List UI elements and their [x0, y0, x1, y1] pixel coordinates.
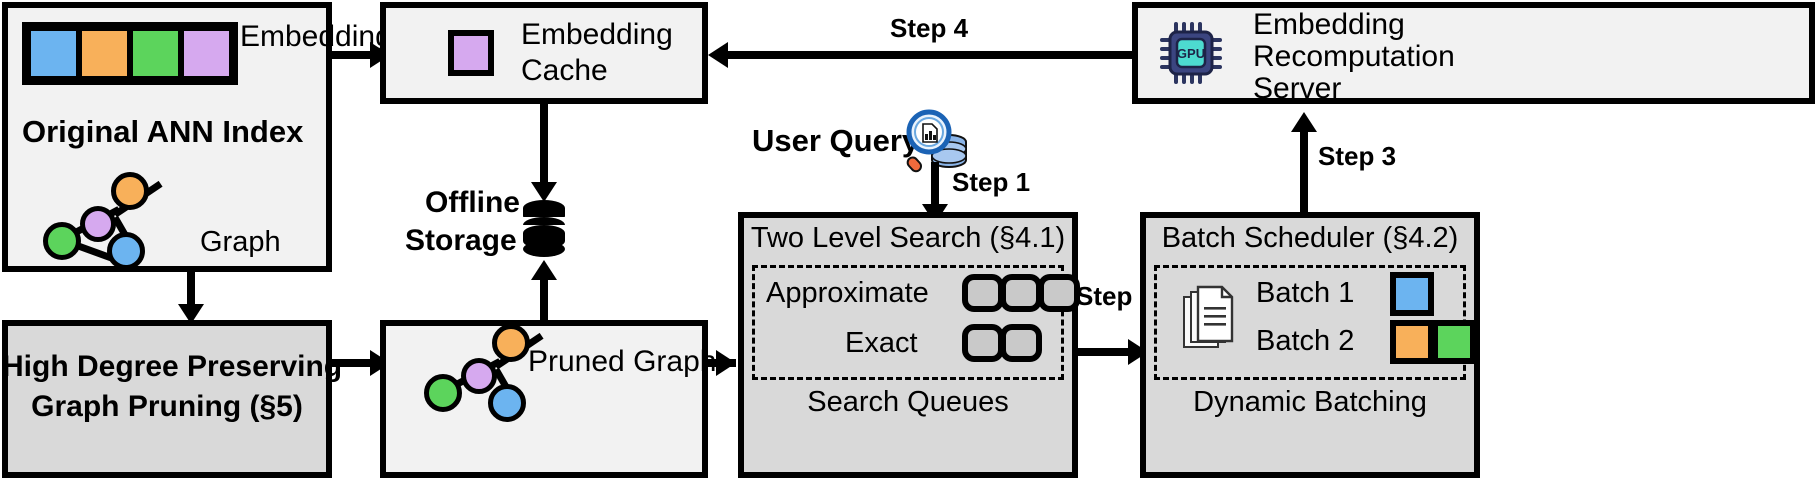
search-queues-footer: Search Queues — [807, 386, 1009, 418]
arrow-step1-line — [931, 162, 939, 208]
arrow-step4-head — [708, 42, 728, 68]
two-level-search-title: Two Level Search (§4.1) — [750, 222, 1066, 254]
arrow-step2-line — [1078, 348, 1138, 356]
embedding-cache-line2: Cache — [521, 54, 608, 87]
exact-slot-1 — [962, 324, 1004, 362]
exact-slot-2 — [1000, 324, 1042, 362]
graph-node-orange — [492, 324, 530, 362]
graph-label: Graph — [200, 226, 281, 258]
graph-pruning-line1: High Degree Preserving — [2, 350, 343, 383]
batch-1-swatch-blue — [1390, 272, 1434, 316]
batch-1-label: Batch 1 — [1256, 277, 1355, 309]
original-ann-index-title: Original ANN Index — [22, 114, 304, 149]
arrow-pruned-to-search-head — [716, 350, 736, 376]
graph-node-green — [43, 222, 81, 260]
embedding-cache-box — [380, 2, 708, 104]
embedding-cache-swatch — [448, 30, 494, 76]
arrow-step3-line — [1300, 130, 1308, 212]
search-database-icon — [906, 109, 967, 173]
graph-node-green — [424, 374, 462, 412]
graph-node-blue — [107, 232, 145, 270]
batch-2-swatch-green — [1432, 320, 1476, 364]
svg-text:GPU: GPU — [1177, 46, 1205, 61]
documents-stack-icon — [1183, 285, 1234, 348]
graph-node-purple — [80, 206, 116, 242]
arrow-cache-to-storage-line — [540, 104, 548, 186]
graph-pruning-line2: Graph Pruning (§5) — [31, 390, 303, 423]
graph-node-orange — [111, 172, 149, 210]
arrow-index-to-pruning-head — [178, 304, 204, 324]
arrow-pruned-to-storage-line — [540, 278, 548, 320]
step4-label: Step 4 — [890, 13, 969, 43]
embedding-swatch-green — [130, 28, 181, 79]
approximate-slot-1 — [962, 274, 1004, 312]
exact-label: Exact — [845, 327, 918, 359]
pruned-graph-label: Pruned Graph — [528, 345, 717, 378]
arrow-index-to-cache-line — [332, 51, 374, 59]
arrow-index-to-pruning-line — [187, 272, 195, 308]
batch-2-label: Batch 2 — [1256, 325, 1355, 357]
arrow-cache-to-storage-head — [531, 182, 557, 202]
embedding-swatch-row — [22, 22, 238, 85]
two-level-search-box — [738, 212, 1078, 478]
graph-node-purple — [461, 358, 497, 394]
step1-label: Step 1 — [952, 167, 1031, 197]
embedding-label: Embedding — [240, 20, 392, 53]
user-query-label: User Query — [752, 123, 920, 158]
approximate-slot-3 — [1038, 274, 1080, 312]
arrow-step4-line — [725, 51, 1135, 59]
embedding-cache-line1: Embedding — [521, 18, 673, 51]
approximate-slot-2 — [1000, 274, 1042, 312]
graph-pruning-box — [2, 320, 332, 478]
recomputation-server-line1: Embedding — [1253, 8, 1405, 41]
dynamic-batching-footer: Dynamic Batching — [1193, 386, 1427, 418]
batch-scheduler-title: Batch Scheduler (§4.2) — [1161, 222, 1459, 254]
arrow-step3-head — [1291, 112, 1317, 132]
recomputation-server-box — [1132, 2, 1815, 104]
recomputation-server-line3: Server — [1253, 72, 1342, 105]
graph-node-blue — [488, 384, 526, 422]
offline-storage-line1: Offline — [425, 186, 520, 219]
arrow-pruned-to-storage-head — [531, 260, 557, 280]
embedding-swatch-orange — [79, 28, 130, 79]
gpu-chip-icon: GPU — [1160, 22, 1222, 84]
embedding-swatch-blue — [28, 28, 79, 79]
database-cylinder-icon — [523, 200, 565, 257]
offline-storage-line2: Storage — [405, 224, 517, 257]
embedding-swatch-purple — [181, 28, 232, 79]
search-queues-dashed-region — [752, 265, 1064, 380]
recomputation-server-line2: Recomputation — [1253, 40, 1455, 73]
arrow-pruning-to-pruned-line — [332, 359, 374, 367]
batch-2-swatch-orange — [1390, 320, 1434, 364]
approximate-label: Approximate — [766, 277, 929, 309]
step3-label: Step 3 — [1318, 141, 1397, 171]
